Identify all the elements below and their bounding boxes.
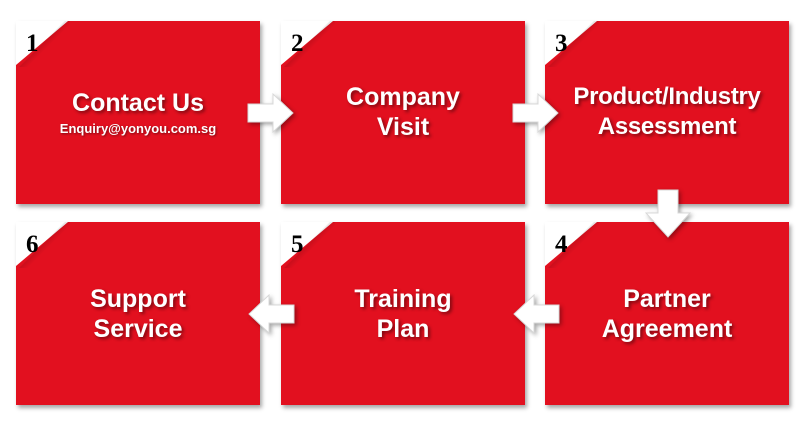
step-label-line: Assessment bbox=[597, 113, 737, 140]
step-label: Support Service bbox=[16, 284, 260, 344]
step-1-box: 1 Contact Us Enquiry@yonyou.com.sg bbox=[16, 21, 260, 204]
arrow-down-3-to-4-icon bbox=[645, 189, 691, 238]
step-number: 5 bbox=[291, 231, 304, 258]
step-corner-tab bbox=[16, 21, 68, 65]
step-label-line: Plan bbox=[376, 315, 430, 343]
step-label: Contact Us bbox=[16, 88, 260, 118]
step-number: 6 bbox=[26, 231, 39, 258]
arrow-right-2-to-3-icon bbox=[512, 92, 559, 134]
step-corner-tab bbox=[281, 21, 333, 65]
step-4-box: 4 Partner Agreement bbox=[545, 222, 789, 405]
step-corner-tab bbox=[545, 21, 597, 65]
arrow-right-1-to-2-icon bbox=[247, 92, 294, 134]
arrow-left-4-to-5-icon bbox=[513, 293, 560, 335]
step-label-line: Service bbox=[93, 315, 183, 343]
arrow-left-5-to-6-icon bbox=[248, 293, 295, 335]
step-number: 2 bbox=[291, 30, 304, 57]
step-contact-email: Enquiry@yonyou.com.sg bbox=[59, 121, 217, 136]
step-5-box: 5 Training Plan bbox=[281, 222, 525, 405]
step-label: Product/Industry Assessment bbox=[545, 82, 789, 142]
step-label-line: Contact Us bbox=[72, 89, 204, 117]
step-label-line: Visit bbox=[376, 113, 430, 141]
step-label: Company Visit bbox=[281, 82, 525, 142]
step-number: 4 bbox=[555, 231, 568, 258]
step-corner-tab bbox=[545, 222, 597, 266]
step-label-line: Agreement bbox=[601, 315, 733, 343]
step-6-box: 6 Support Service bbox=[16, 222, 260, 405]
step-label-line: Product/Industry bbox=[573, 83, 761, 110]
step-label-line: Company bbox=[346, 83, 460, 111]
step-2-box: 2 Company Visit bbox=[281, 21, 525, 204]
step-label: Partner Agreement bbox=[545, 284, 789, 344]
step-corner-tab bbox=[16, 222, 68, 266]
step-label-line: Support bbox=[90, 285, 186, 313]
step-number: 3 bbox=[555, 30, 568, 57]
step-label-line: Training bbox=[354, 285, 452, 313]
step-label: Training Plan bbox=[281, 284, 525, 344]
step-corner-tab bbox=[281, 222, 333, 266]
step-label-line: Partner bbox=[623, 285, 711, 313]
step-3-box: 3 Product/Industry Assessment bbox=[545, 21, 789, 204]
step-number: 1 bbox=[26, 30, 39, 57]
